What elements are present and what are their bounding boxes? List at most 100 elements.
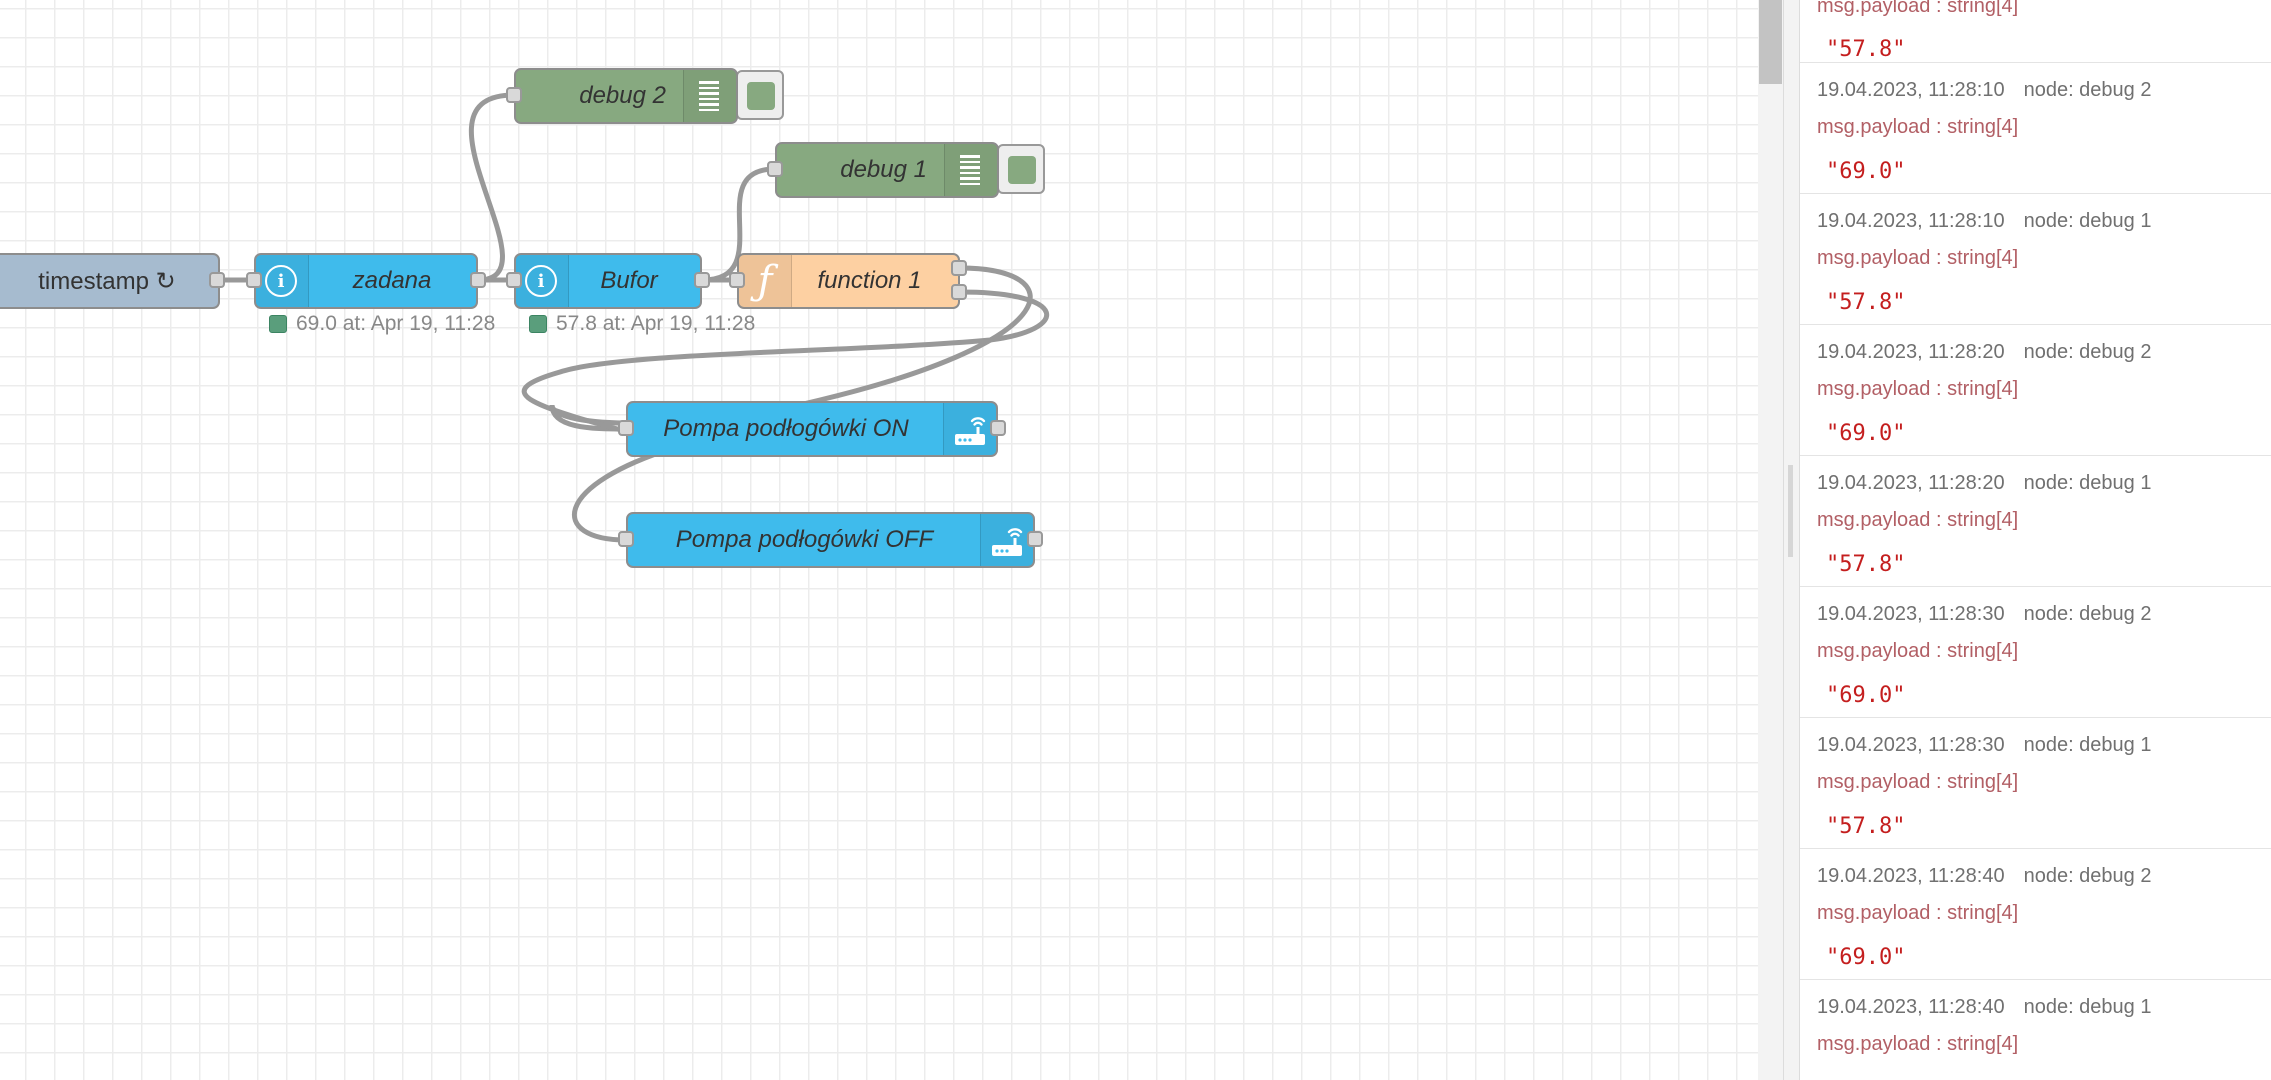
node-timestamp[interactable]: timestamp ↻: [0, 253, 220, 309]
debug-message-value[interactable]: "69.0": [1826, 159, 1906, 184]
function1-output-port-2[interactable]: [951, 284, 967, 300]
node-pompa-off[interactable]: Pompa podłogówki OFF: [626, 512, 1035, 568]
workspace-scrollbar-thumb[interactable]: [1759, 0, 1782, 84]
router-icon-box: [980, 514, 1033, 566]
node-zadana[interactable]: i zadana: [254, 253, 478, 309]
debug-message-timestamp: 19.04.2023, 11:28:10: [1817, 210, 2005, 232]
debug-message-value[interactable]: "57.8": [1826, 37, 1906, 62]
debug-icon-box: [944, 144, 997, 196]
debug-message-value[interactable]: "69.0": [1826, 683, 1906, 708]
node-debug2[interactable]: debug 2: [514, 68, 738, 124]
workspace-scrollbar[interactable]: [1758, 0, 1783, 1080]
sidebar-resize-grip[interactable]: [1788, 465, 1793, 557]
debug-message-timestamp: 19.04.2023, 11:28:20: [1817, 472, 2005, 494]
debug-message-value[interactable]: "57.8": [1826, 552, 1906, 577]
node-bufor-label: Bufor: [600, 267, 658, 294]
debug-message-node[interactable]: node: debug 2: [2023, 79, 2152, 101]
debug-list-icon: [960, 155, 980, 187]
info-icon-box: i: [516, 255, 569, 307]
debug2-input-port[interactable]: [506, 87, 522, 103]
debug-message-node[interactable]: node: debug 1: [2023, 734, 2152, 756]
node-pompa-on-label: Pompa podłogówki ON: [663, 415, 909, 442]
node-debug2-label: debug 2: [579, 82, 666, 109]
debug-message-node[interactable]: node: debug 2: [2023, 603, 2152, 625]
timestamp-output-port[interactable]: [209, 272, 225, 288]
debug2-toggle-button[interactable]: [736, 70, 784, 120]
debug-toggle-square: [747, 82, 775, 110]
node-pompa-on[interactable]: Pompa podłogówki ON: [626, 401, 998, 457]
node-function1[interactable]: ƒ function 1: [737, 253, 960, 309]
debug-message-path[interactable]: msg.payload : string[4]: [1817, 1033, 2019, 1055]
node-bufor[interactable]: i Bufor: [514, 253, 702, 309]
bufor-output-port[interactable]: [694, 272, 710, 288]
zadana-output-port[interactable]: [470, 272, 486, 288]
debug-message-meta: 19.04.2023, 11:28:20 node: debug 2: [1817, 341, 2151, 364]
zadana-input-port[interactable]: [246, 272, 262, 288]
debug-message-meta: 19.04.2023, 11:28:20 node: debug 1: [1817, 472, 2151, 495]
debug1-toggle-button[interactable]: [997, 144, 1045, 194]
debug-message-node[interactable]: node: debug 1: [2023, 210, 2152, 232]
debug-message-path[interactable]: msg.payload : string[4]: [1817, 378, 2019, 400]
node-bufor-status: 57.8 at: Apr 19, 11:28: [529, 311, 755, 337]
node-debug1-label: debug 1: [840, 156, 927, 183]
function-icon-box: ƒ: [739, 255, 792, 307]
node-pompa-off-label: Pompa podłogówki OFF: [675, 526, 934, 553]
debug-message-value[interactable]: "57.8": [1826, 814, 1906, 839]
debug-message-path[interactable]: msg.payload : string[4]: [1817, 247, 2019, 269]
debug-message-node[interactable]: node: debug 1: [2023, 472, 2152, 494]
pompa-off-input-port[interactable]: [618, 531, 634, 547]
function1-input-port[interactable]: [729, 272, 745, 288]
node-zadana-label: zadana: [352, 267, 432, 294]
debug-message-meta: 19.04.2023, 11:28:10 node: debug 2: [1817, 79, 2151, 102]
function1-output-port-1[interactable]: [951, 260, 967, 276]
status-dot-icon: [529, 315, 547, 333]
node-timestamp-label: timestamp ↻: [38, 267, 176, 295]
debug-message[interactable]: msg.payload : string[4] "57.8": [1800, 0, 2271, 63]
debug-message-meta: 19.04.2023, 11:28:40 node: debug 2: [1817, 865, 2151, 888]
wire-zadana-debug2: [468, 92, 517, 283]
flow-workspace[interactable]: timestamp ↻ i zadana 69.0 at: Apr 19, 11…: [0, 0, 1758, 1080]
debug-list-icon: [699, 81, 719, 113]
debug-message-value[interactable]: "69.0": [1826, 945, 1906, 970]
wire-bufor-debug1: [699, 166, 778, 283]
debug-message-node[interactable]: node: debug 2: [2023, 865, 2152, 887]
info-icon: i: [265, 265, 297, 297]
debug-message-value[interactable]: "69.0": [1826, 421, 1906, 446]
debug-message-timestamp: 19.04.2023, 11:28:30: [1817, 734, 2005, 756]
debug-icon-box: [683, 70, 736, 122]
node-debug1[interactable]: debug 1: [775, 142, 999, 198]
debug-message-timestamp: 19.04.2023, 11:28:20: [1817, 341, 2005, 363]
router-icon-box: [943, 403, 996, 455]
debug-message-path[interactable]: msg.payload : string[4]: [1817, 116, 2019, 138]
debug-message-path[interactable]: msg.payload : string[4]: [1817, 771, 2019, 793]
debug-message-value[interactable]: "57.8": [1826, 290, 1906, 315]
debug1-input-port[interactable]: [767, 161, 783, 177]
node-zadana-status: 69.0 at: Apr 19, 11:28: [269, 311, 495, 337]
router-wifi-icon: [955, 417, 986, 445]
wire-function1-pompa-off: [521, 289, 1050, 543]
function-icon: ƒ: [757, 258, 773, 304]
pompa-on-input-port[interactable]: [618, 420, 634, 436]
debug-message-path[interactable]: msg.payload : string[4]: [1817, 0, 2019, 17]
debug-message-node[interactable]: node: debug 1: [2023, 996, 2152, 1018]
debug-message-path[interactable]: msg.payload : string[4]: [1817, 902, 2019, 924]
debug-message-node[interactable]: node: debug 2: [2023, 341, 2152, 363]
info-icon: i: [525, 265, 557, 297]
bufor-input-port[interactable]: [506, 272, 522, 288]
debug-message-path[interactable]: msg.payload : string[4]: [1817, 509, 2019, 531]
pompa-on-output-port[interactable]: [990, 420, 1006, 436]
debug-message-timestamp: 19.04.2023, 11:28:10: [1817, 79, 2005, 101]
status-dot-icon: [269, 315, 287, 333]
pompa-off-output-port[interactable]: [1027, 531, 1043, 547]
debug-message-path[interactable]: msg.payload : string[4]: [1817, 640, 2019, 662]
debug-message-timestamp: 19.04.2023, 11:28:40: [1817, 865, 2005, 887]
